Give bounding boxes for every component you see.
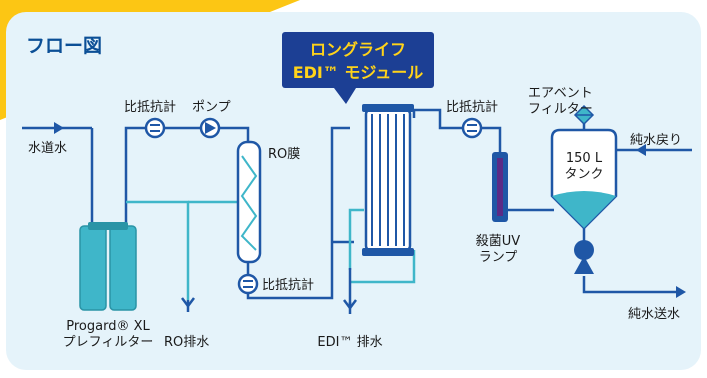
flowmeter-3-icon (461, 117, 483, 139)
pump-icon (199, 117, 221, 139)
uv-label-2: ランプ (479, 250, 518, 265)
vent-filter-icon (573, 104, 595, 126)
prefilter-label-1: Progard® XL (66, 319, 150, 334)
flowmeter-2-icon (237, 273, 259, 295)
tank-pump-icon (574, 240, 594, 274)
ro-membrane (236, 140, 262, 264)
ro-drain-label: RO排水 (164, 335, 209, 350)
edi-callout (282, 32, 434, 104)
flowmeter-3-label: 比抵抗計 (446, 99, 498, 115)
callout-line-1: ロングライフ (310, 40, 406, 59)
vent-label-1: エアベント (528, 86, 593, 101)
edi-conc-pipe-1 (348, 208, 364, 270)
ro-membrane-label: RO膜 (268, 147, 300, 162)
flowmeter-1-icon (144, 117, 166, 139)
edi-module (362, 104, 414, 256)
storage-tank (550, 128, 618, 230)
edi-product-pipe (412, 108, 502, 152)
tank-label-1: 150 L (566, 151, 603, 166)
uv-lamp (492, 152, 508, 222)
diagram-panel (6, 12, 701, 370)
edi-conc-pipe-2 (350, 250, 416, 284)
product-water-label: 純水送水 (628, 307, 680, 322)
edi-drain-label: EDI™ 排水 (317, 335, 382, 350)
vent-label-2: フィルター (528, 102, 593, 117)
diagram-title: フロー図 (26, 35, 102, 57)
uv-label-1: 殺菌UV (476, 234, 521, 249)
pump-label: ポンプ (192, 100, 231, 115)
feed-arrow (54, 122, 64, 134)
prefilter-label-2: プレフィルター (63, 335, 154, 350)
ro-drain-icon (181, 297, 195, 312)
product-pipe (582, 276, 682, 294)
tank-label-2: タンク (564, 167, 603, 182)
flowmeter-1-label: 比抵抗計 (124, 99, 176, 115)
prefilter-to-ro-pipe (124, 126, 250, 230)
feed-water-label: 水道水 (28, 141, 67, 156)
return-arrow (636, 144, 646, 156)
return-water-label: 純水戻り (630, 133, 682, 148)
edi-drain-icon (343, 299, 357, 314)
flowmeter-2-label: 比抵抗計 (262, 277, 314, 293)
product-arrow (676, 286, 686, 298)
prefilter (79, 222, 137, 311)
callout-line-2: EDI™ モジュール (293, 63, 424, 82)
